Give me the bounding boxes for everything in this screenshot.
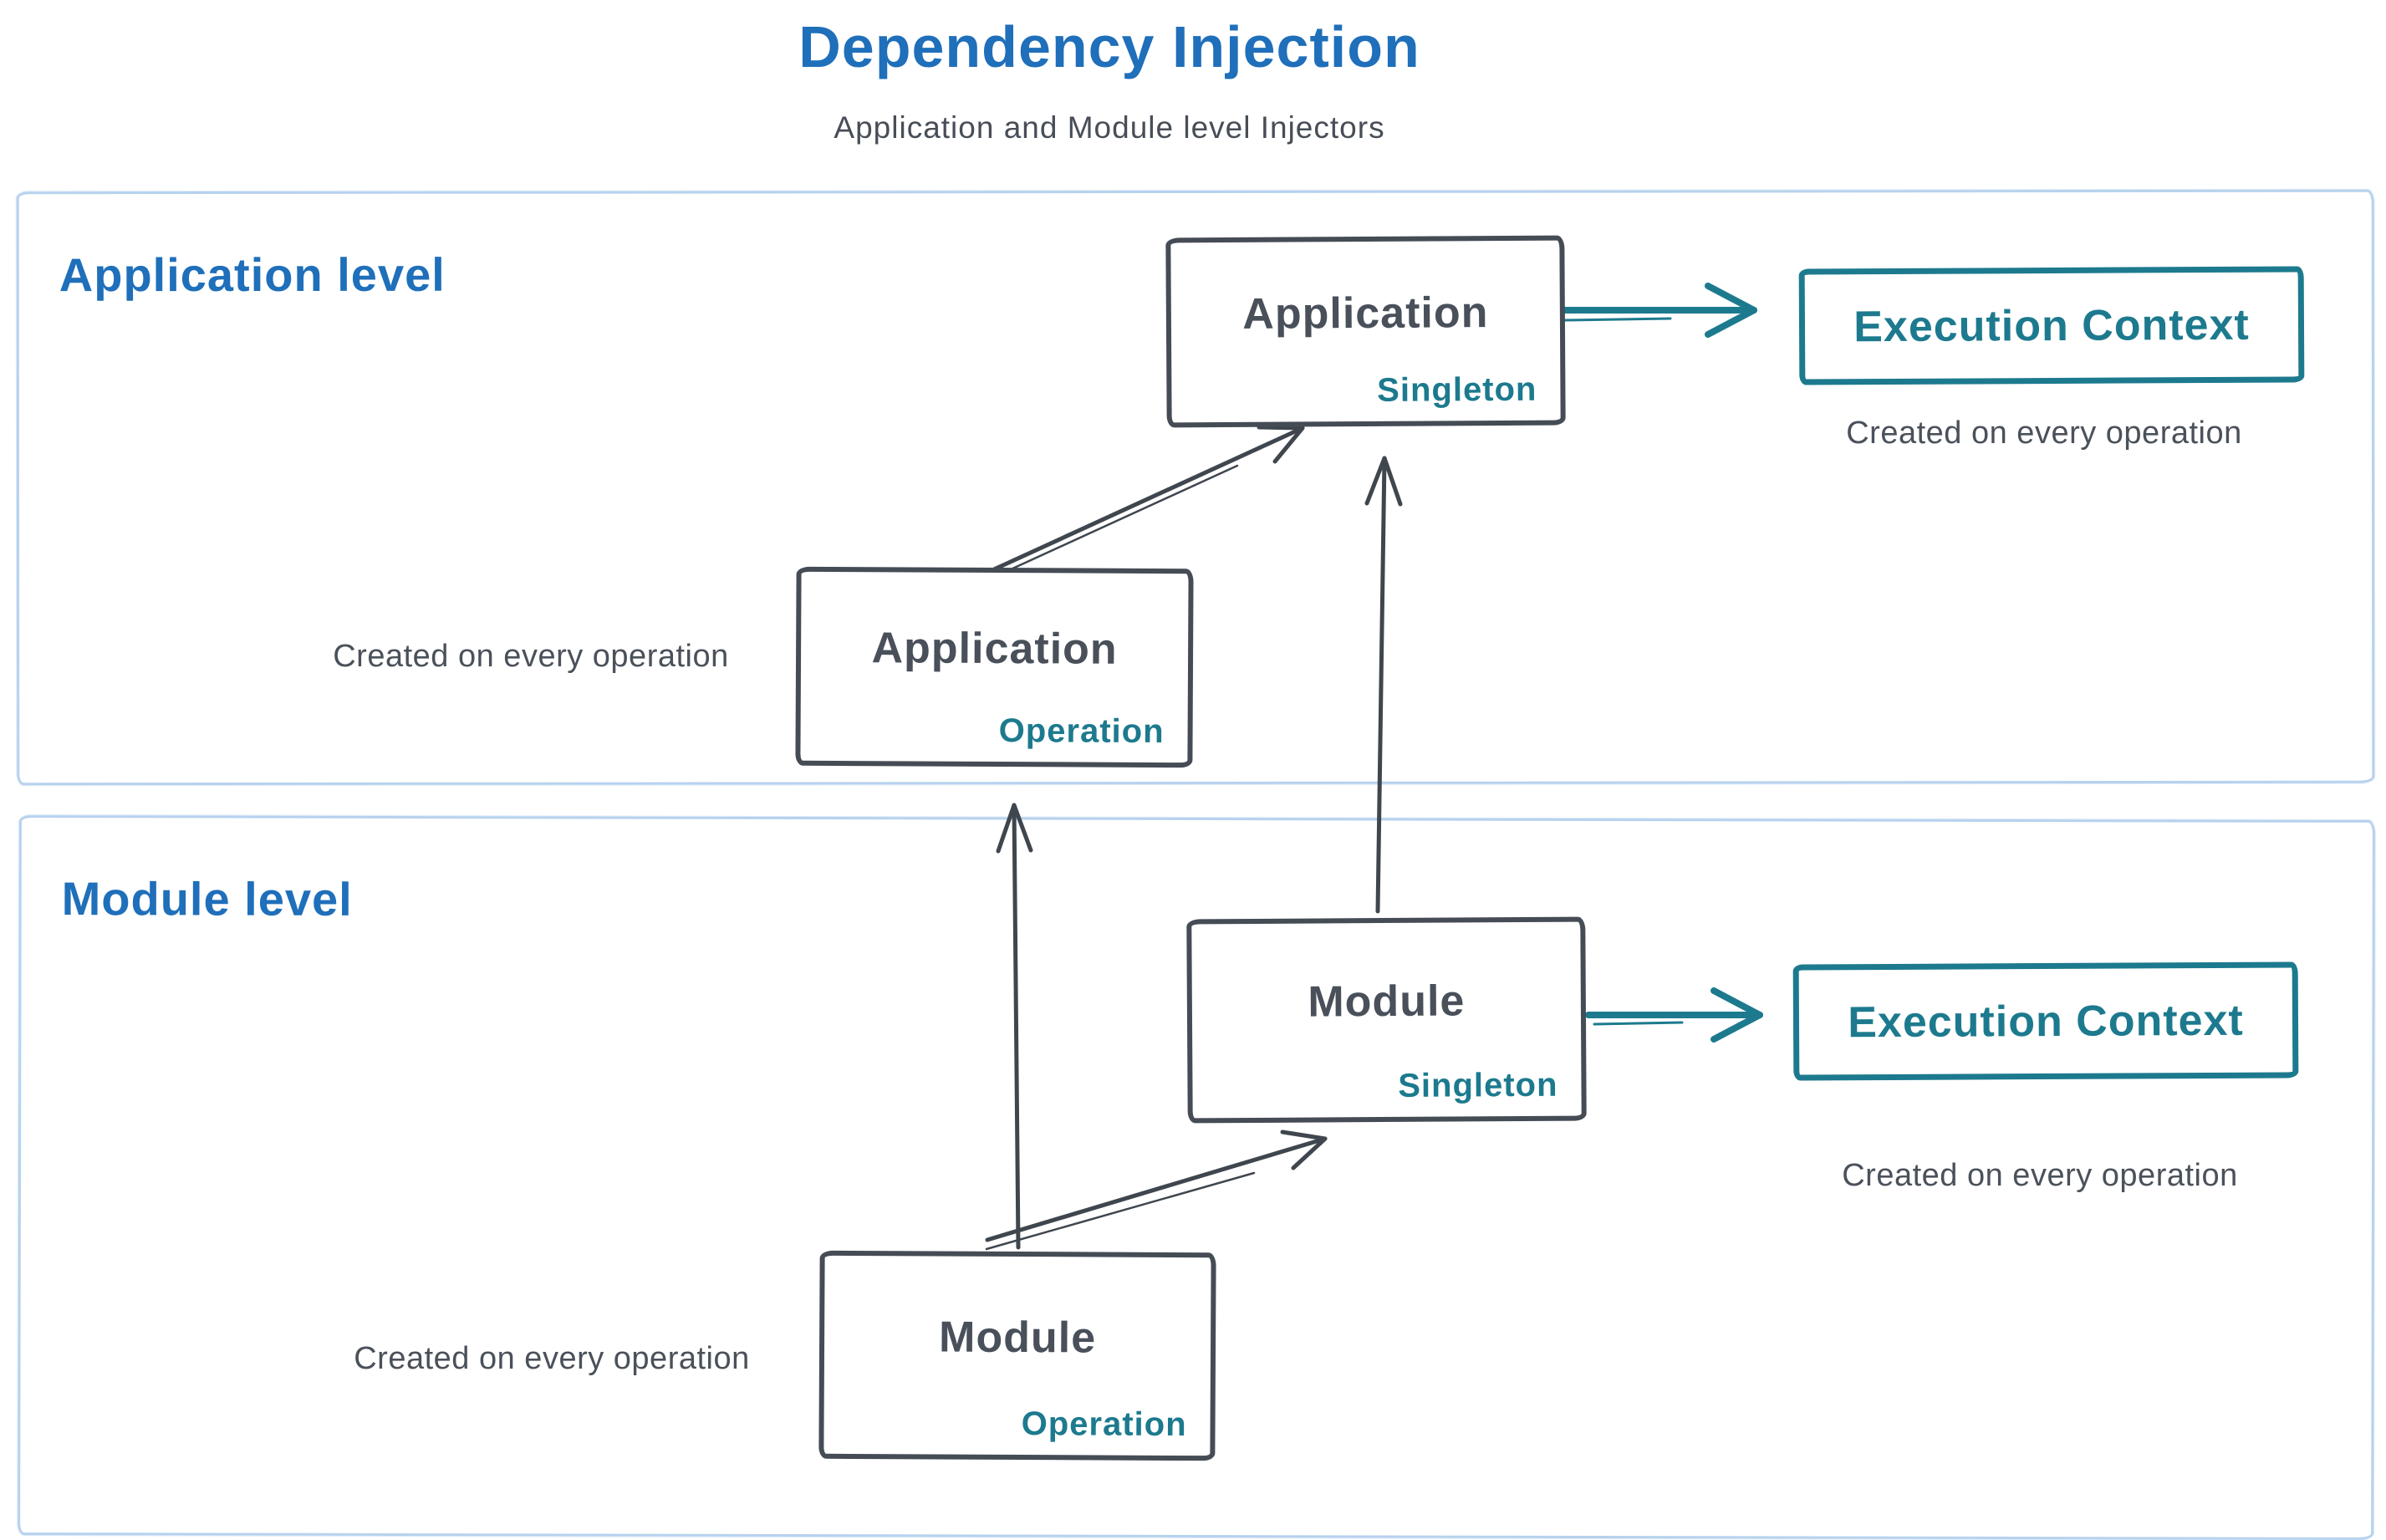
execution-context-app-box: Execution Context — [1798, 266, 2305, 385]
page-title: Dependency Injection — [798, 14, 1420, 79]
note-module-execution: Created on every operation — [1842, 1158, 2238, 1193]
app-operation-title: Application — [871, 624, 1118, 674]
arrow-module-singleton-to-execution-context — [1585, 987, 1763, 1043]
arrow-module-operation-to-module-singleton — [985, 1130, 1328, 1251]
arrow-app-operation-to-app-singleton — [969, 425, 1305, 589]
note-app-execution: Created on every operation — [1846, 416, 2242, 451]
app-singleton-scope: Singleton — [1377, 370, 1537, 409]
app-singleton-title: Application — [1242, 288, 1489, 339]
page-subtitle: Application and Module level Injectors — [834, 110, 1385, 145]
arrow-app-singleton-to-execution-context — [1556, 283, 1757, 338]
execution-context-module-label: Execution Context — [1848, 996, 2244, 1047]
arrow-module-singleton-to-app-singleton — [1364, 456, 1403, 914]
module-singleton-scope: Singleton — [1398, 1066, 1558, 1104]
arrow-module-operation-to-app-operation — [996, 803, 1033, 1250]
module-operation-title: Module — [938, 1313, 1097, 1362]
app-operation-scope: Operation — [998, 712, 1165, 751]
module-singleton-title: Module — [1308, 977, 1466, 1027]
note-app-operation: Created on every operation — [333, 639, 729, 674]
module-operation-scope: Operation — [1021, 1405, 1187, 1444]
module-operation-box: Module Operation — [818, 1250, 1216, 1461]
app-singleton-box: Application Singleton — [1165, 235, 1566, 428]
note-module-operation: Created on every operation — [354, 1341, 750, 1376]
execution-context-module-box: Execution Context — [1792, 961, 2299, 1081]
module-singleton-box: Module Singleton — [1186, 916, 1587, 1124]
execution-context-app-label: Execution Context — [1853, 300, 2250, 351]
app-operation-box: Application Operation — [795, 566, 1194, 768]
